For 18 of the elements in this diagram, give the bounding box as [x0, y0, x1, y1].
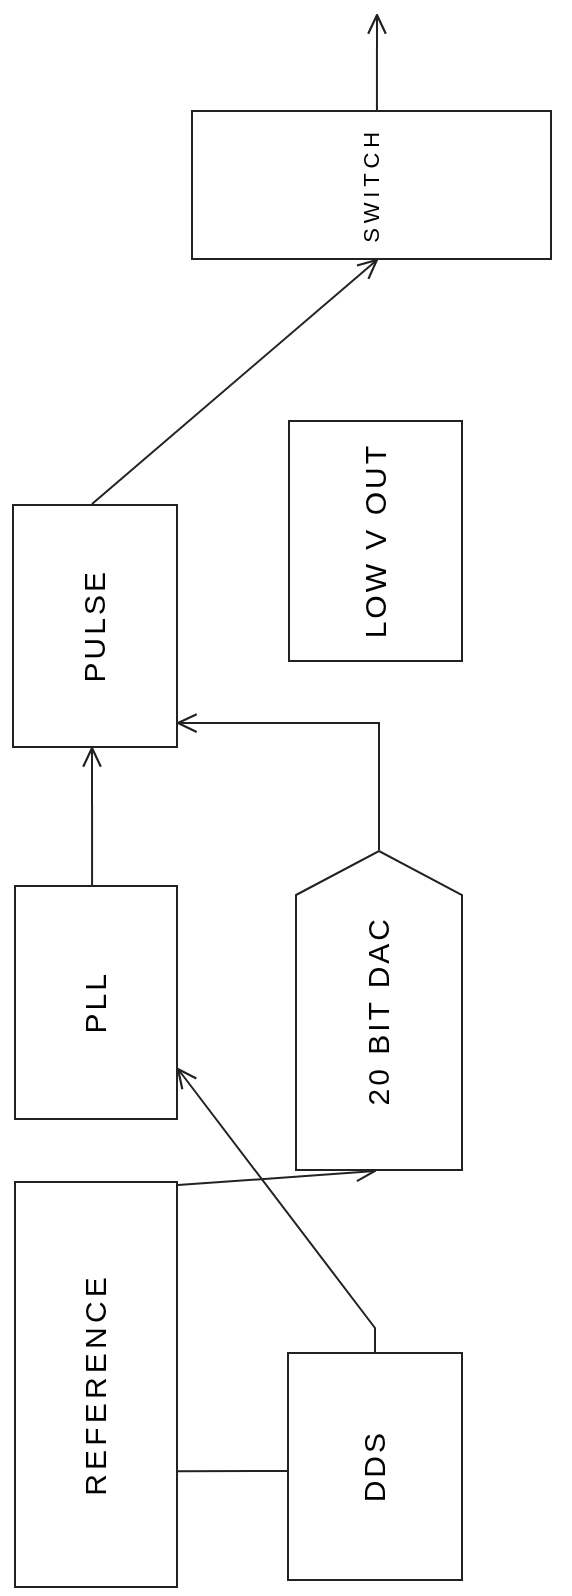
block-label: PULSE — [77, 569, 113, 683]
block-label: DDS — [357, 1430, 393, 1503]
block-label: SWITCH — [357, 127, 385, 243]
process-box — [14, 1181, 178, 1588]
pentagon-block — [295, 850, 463, 1171]
connector-line — [177, 1470, 288, 1473]
arrow — [367, 13, 387, 111]
block-label: PLL — [78, 971, 114, 1034]
block-label: LOW V OUT — [357, 443, 393, 639]
block-label: 20 BIT DAC — [361, 915, 397, 1106]
process-box — [12, 504, 178, 748]
process-box — [287, 1352, 463, 1581]
arrow — [91, 258, 378, 505]
process-box — [288, 420, 463, 662]
block-label: REFERENCE — [78, 1273, 114, 1496]
process-box — [191, 110, 552, 260]
process-box — [14, 885, 178, 1120]
arrow — [82, 746, 102, 886]
